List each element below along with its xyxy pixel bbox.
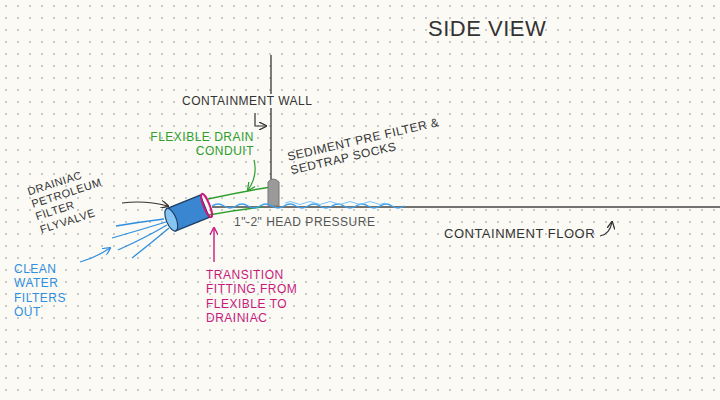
filter-label: DRAINIAC PETROLEUM FILTER FLYVALVE bbox=[26, 160, 122, 236]
pooled-water bbox=[212, 204, 404, 208]
water-spray bbox=[112, 219, 169, 258]
containment-wall bbox=[270, 55, 271, 200]
containment-floor bbox=[212, 206, 720, 207]
pooled-water bbox=[285, 202, 385, 205]
head-pressure-label: 1"-2" HEAD PRESSURE bbox=[234, 215, 375, 229]
fitting-label: TRANSITION FITTING FROM FLEXIBLE TO DRAI… bbox=[206, 268, 302, 326]
transition-fitting bbox=[199, 193, 214, 218]
sediment-sock bbox=[268, 179, 279, 206]
conduit-upper-wall bbox=[208, 186, 276, 199]
floor-label: CONTAINMENT FLOOR bbox=[444, 226, 595, 242]
spray-line bbox=[116, 219, 164, 226]
clean-water-label: CLEAN WATER FILTERS OUT bbox=[14, 262, 76, 320]
spray-line bbox=[118, 225, 167, 250]
floor-arrow bbox=[600, 222, 612, 236]
clean-water-leader bbox=[80, 248, 110, 262]
conduit-label: FLEXIBLE DRAIN CONDUIT bbox=[118, 130, 254, 159]
drainiac-filter bbox=[162, 193, 214, 233]
conduit-leader bbox=[248, 160, 255, 190]
sock-label: SEDIMENT PRE FILTER & SEDTRAP SOCKS bbox=[286, 111, 463, 178]
filter-leader bbox=[122, 202, 168, 206]
wall-label: CONTAINMENT WALL bbox=[180, 94, 314, 108]
fitting-leader bbox=[213, 228, 214, 262]
filter-outlet bbox=[162, 207, 180, 233]
spray-line bbox=[132, 228, 169, 258]
wall-leader bbox=[255, 113, 266, 126]
diagram-title: SIDE VIEW bbox=[428, 16, 546, 42]
